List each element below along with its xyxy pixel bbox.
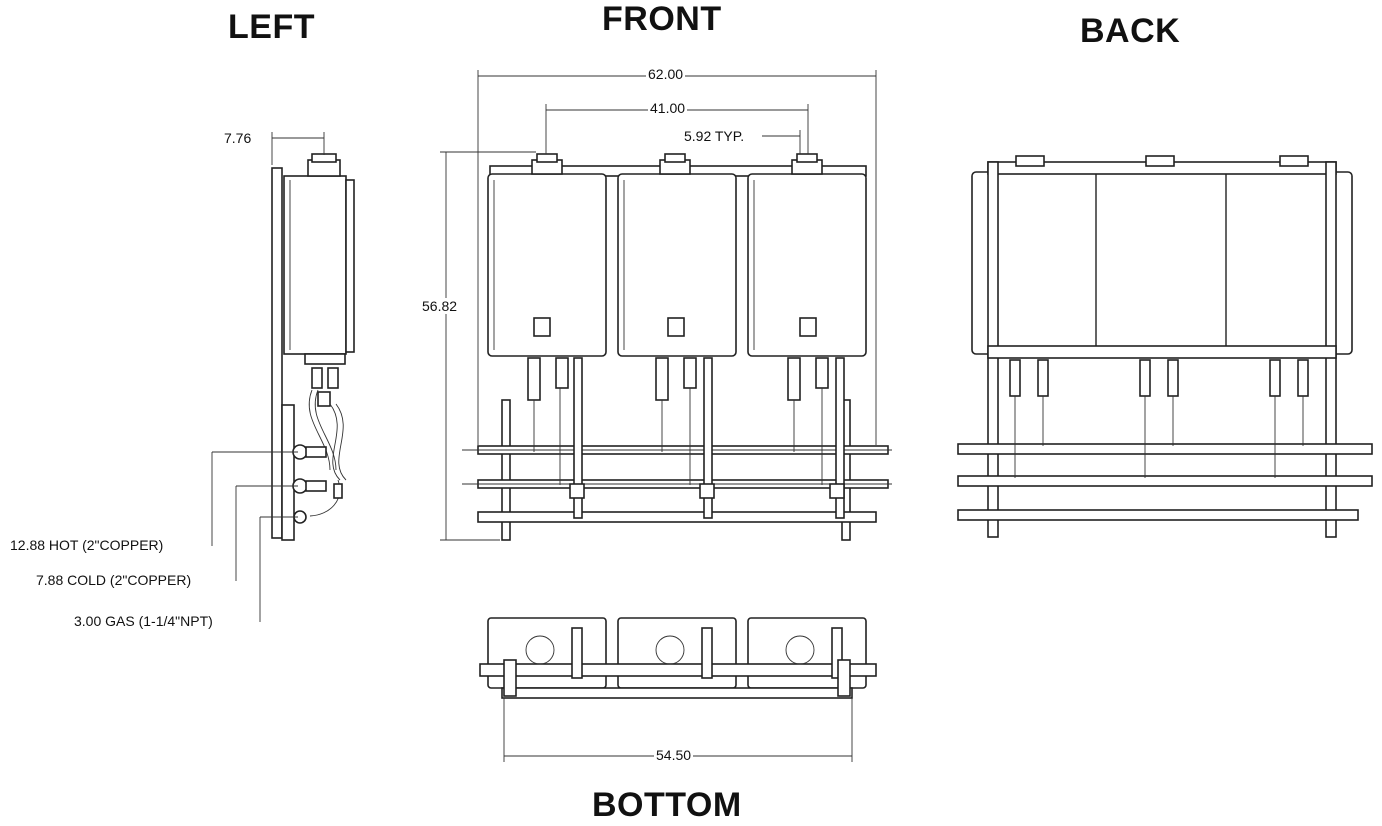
dimension-spacing: 5.92 TYP. [682,128,747,144]
dimension-cold: 7.88 COLD (2"COPPER) [34,572,194,588]
dimension-width-inner: 41.00 [648,100,688,116]
back-view-title: BACK [1080,12,1181,50]
bottom-view-title: BOTTOM [592,786,742,824]
front-view-title: FRONT [602,0,722,38]
bottom-view-drawing [479,617,877,699]
dimension-bottom-width: 54.50 [654,747,694,763]
dimension-gas: 3.00 GAS (1-1/4"NPT) [72,613,215,629]
front-view-drawing [462,153,892,541]
dimension-depth: 7.76 [222,130,254,146]
left-view-title: LEFT [228,8,315,46]
dimension-hot: 12.88 HOT (2"COPPER) [8,537,166,553]
left-view-drawing [271,153,355,541]
dimension-height: 56.82 [420,298,460,314]
back-view-drawing [957,155,1373,538]
left-dimension-lines [211,132,325,622]
dimension-width-overall: 62.00 [646,66,686,82]
